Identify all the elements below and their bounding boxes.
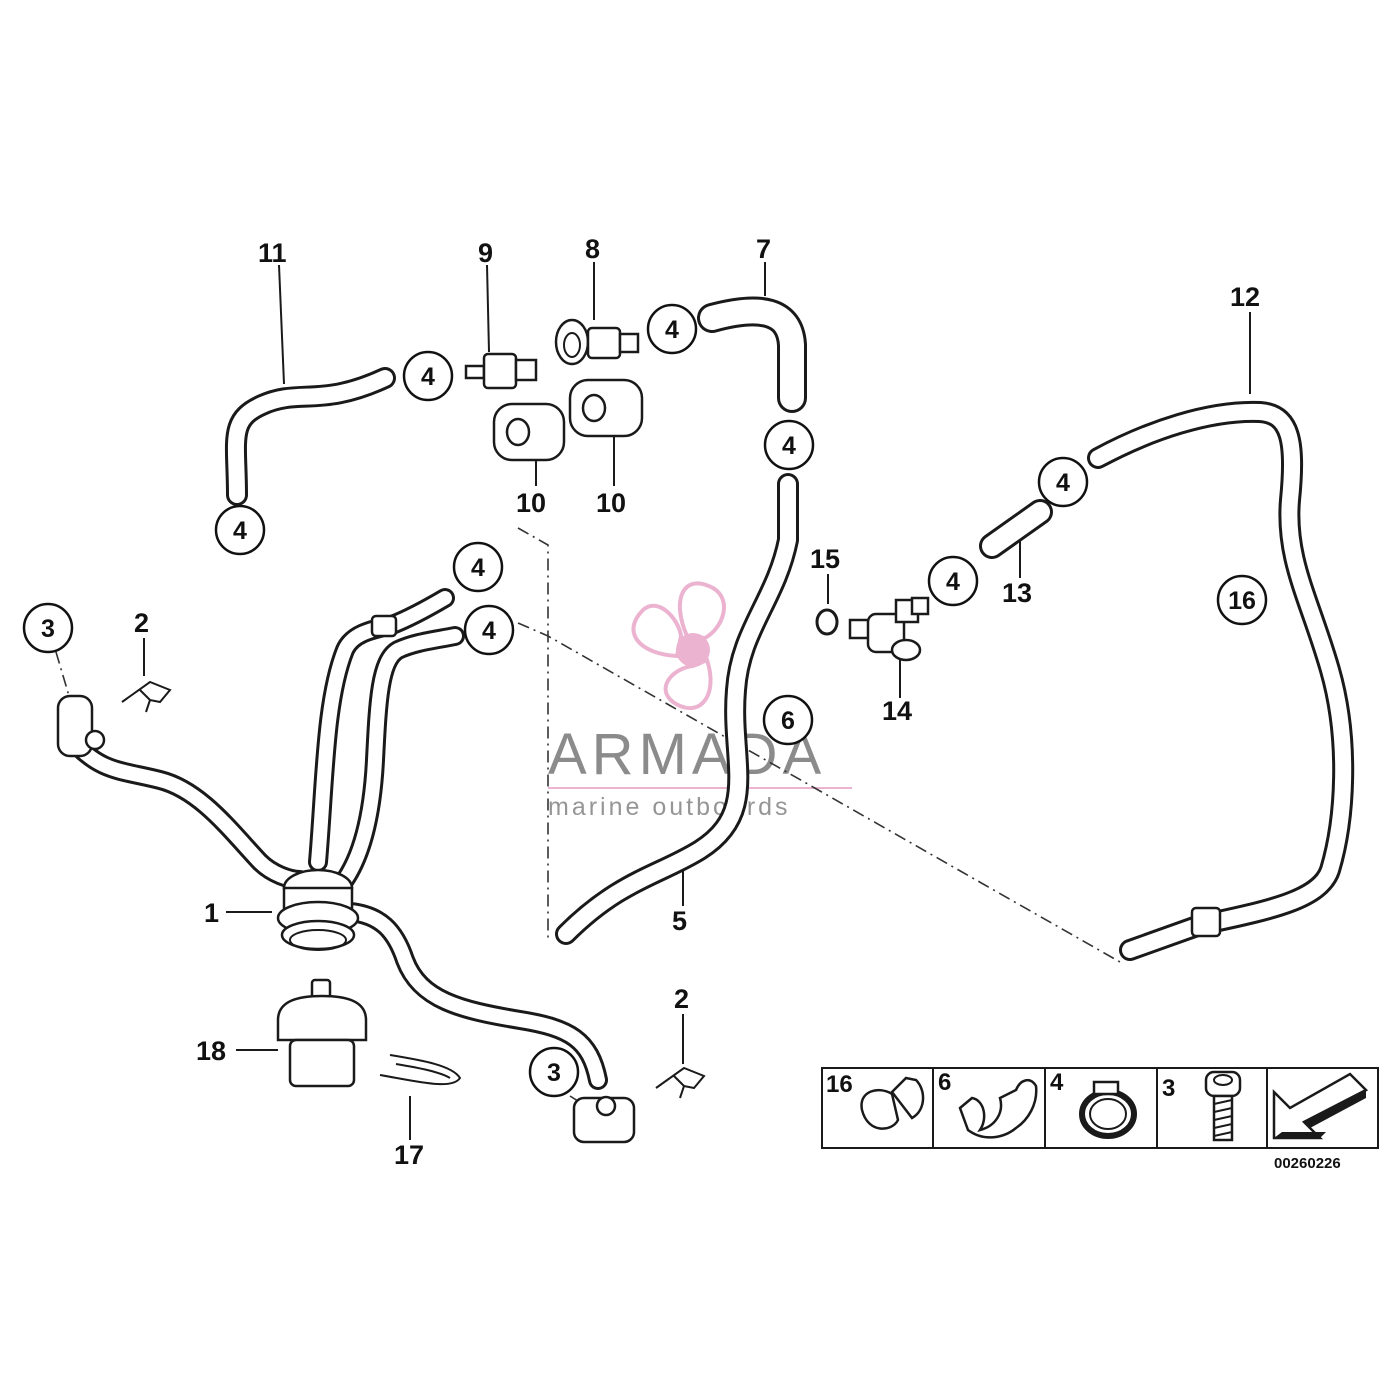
part-15-o-ring	[815, 608, 839, 636]
part-9-check-valve	[464, 352, 538, 390]
label-5: 5	[672, 906, 687, 936]
valve-1	[276, 868, 360, 951]
part-18-pressure-regulator	[276, 978, 368, 1088]
callout-16: 16	[1216, 574, 1268, 626]
callout-4-assembly-upper: 4	[452, 541, 504, 593]
diagram-code: 00260226	[1274, 1155, 1341, 1172]
callout-4-elbow-14: 4	[927, 555, 979, 607]
callout-4-valve-8: 4	[646, 303, 698, 355]
callout-4-hose-12: 4	[1037, 456, 1089, 508]
reference-line-c	[55, 651, 73, 707]
callout-4-hose-5-top: 4	[763, 419, 815, 471]
svg-text:4: 4	[1056, 469, 1070, 497]
svg-text:3: 3	[41, 615, 55, 643]
label-15: 15	[810, 544, 840, 574]
callout-4-assembly-lower: 4	[463, 604, 515, 656]
svg-text:6: 6	[781, 707, 795, 735]
svg-text:6: 6	[938, 1069, 951, 1096]
callout-6: 6	[762, 694, 814, 746]
reference-line-a	[517, 527, 549, 942]
legend-table: 16 6 4 3	[821, 1067, 1379, 1149]
hose-11	[224, 367, 396, 506]
legend-cell-4: 4	[1050, 1069, 1137, 1139]
double-clip-icon	[958, 1078, 1038, 1139]
svg-text:4: 4	[946, 568, 960, 596]
part-8-valve	[554, 318, 640, 366]
svg-text:4: 4	[665, 316, 679, 344]
reference-line-b	[517, 622, 1121, 963]
part-2-clip-top	[121, 680, 172, 713]
svg-text:4: 4	[782, 432, 796, 460]
hose-assembly-1	[62, 588, 608, 1090]
legend-cell-6: 6	[938, 1069, 1038, 1139]
svg-text:16: 16	[1228, 587, 1256, 615]
label-14: 14	[882, 696, 912, 726]
part-3-bracket-top	[56, 694, 106, 758]
svg-text:4: 4	[471, 554, 485, 582]
callout-3-bottom: 3	[528, 1046, 580, 1098]
part-2-clip-bottom	[655, 1066, 706, 1099]
label-11: 11	[258, 238, 287, 268]
svg-text:4: 4	[1050, 1069, 1064, 1096]
part-6-clip-on-hose	[1190, 906, 1222, 938]
legend-cell-16: 16	[826, 1071, 925, 1130]
label-18: 18	[196, 1036, 226, 1066]
label-2-top: 2	[134, 608, 149, 638]
hose-holder-clip-icon	[860, 1076, 925, 1130]
hose-12	[1087, 400, 1355, 961]
callout-3-top: 3	[22, 602, 74, 654]
propeller-icon	[631, 581, 726, 710]
hose-clip-on-assembly	[370, 614, 398, 638]
callout-4-valve-9: 4	[402, 350, 454, 402]
svg-text:3: 3	[1162, 1075, 1175, 1102]
part-10-grommet-left	[492, 402, 566, 462]
part-17-spring-clip	[379, 1054, 462, 1086]
part-3-bracket-bottom	[572, 1095, 636, 1144]
hose-13	[979, 499, 1053, 559]
label-1: 1	[204, 898, 219, 928]
screw-icon	[1204, 1070, 1242, 1142]
label-12: 12	[1230, 282, 1260, 312]
label-10-left: 10	[516, 488, 546, 518]
label-13: 13	[1002, 578, 1032, 608]
part-10-grommet-right	[568, 378, 644, 438]
label-17: 17	[394, 1140, 424, 1170]
legend-cell-arrow	[1272, 1072, 1369, 1140]
armada-logo: ARMADA marine outboards	[548, 581, 852, 821]
direction-arrow-icon	[1272, 1072, 1369, 1140]
label-8: 8	[585, 234, 600, 264]
hose-5	[555, 473, 799, 945]
label-7: 7	[756, 234, 771, 264]
svg-text:16: 16	[826, 1071, 853, 1098]
svg-text:4: 4	[421, 363, 435, 391]
label-10-right: 10	[596, 488, 626, 518]
leader-lines	[143, 262, 1251, 1140]
svg-text:3: 3	[547, 1059, 561, 1087]
svg-text:4: 4	[233, 517, 247, 545]
hose-clamp-icon	[1079, 1080, 1137, 1139]
legend-cell-3: 3	[1162, 1070, 1242, 1142]
callout-4-hose-11-end: 4	[214, 504, 266, 556]
part-14-elbow-connector	[848, 596, 930, 662]
label-2-bottom: 2	[674, 984, 689, 1014]
label-9: 9	[478, 238, 493, 268]
svg-text:4: 4	[482, 617, 496, 645]
hose-7-elbow	[697, 296, 807, 413]
brand-tagline: marine outboards	[548, 793, 791, 821]
